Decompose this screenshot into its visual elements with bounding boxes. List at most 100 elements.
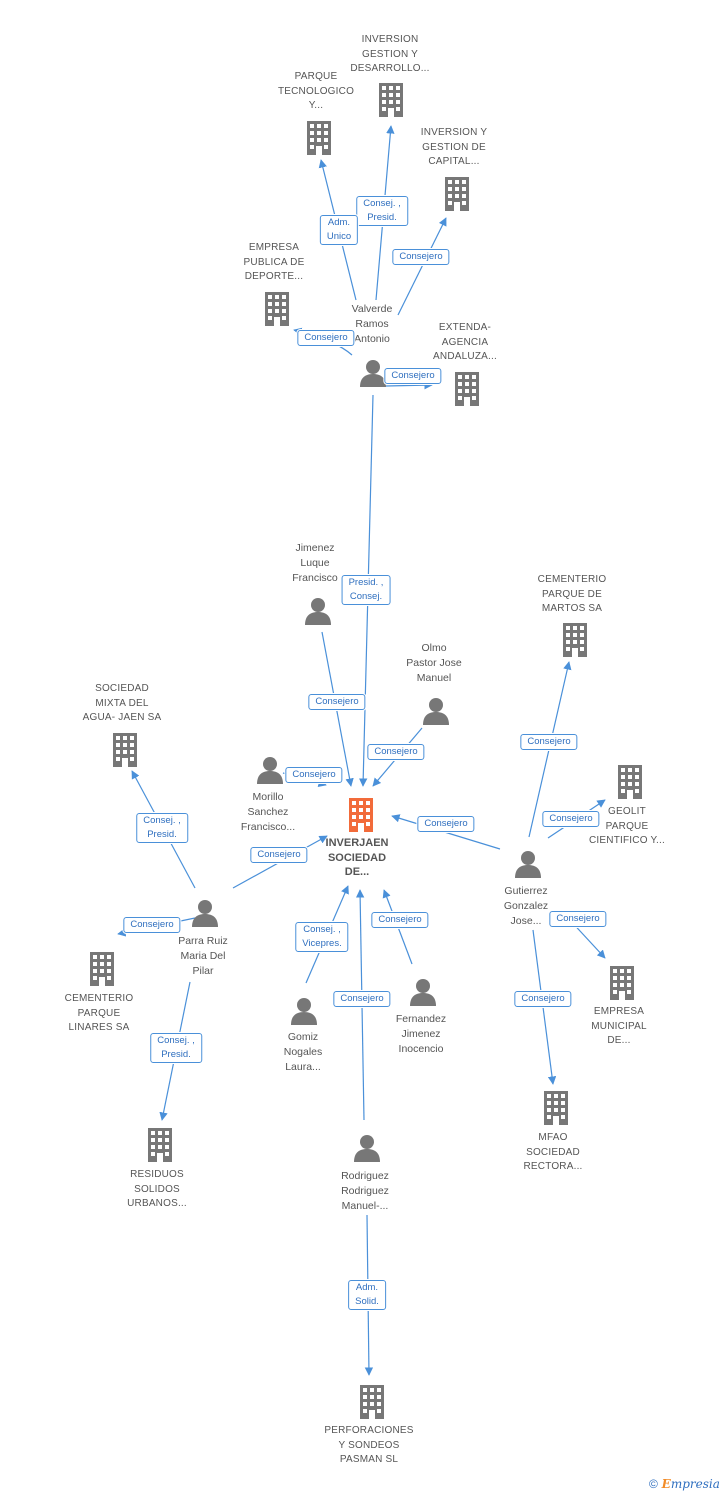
building-icon-mfao[interactable] <box>544 1091 568 1125</box>
node-label-line: Manuel-... <box>341 1200 389 1212</box>
node-label-line: URBANOS... <box>127 1198 187 1210</box>
node-label-line: INVERSION Y <box>420 127 488 138</box>
relation-tag-gutierrez-inverjaen[interactable]: Consejero <box>417 816 475 832</box>
node-label-line: PERFORACIONES <box>324 1425 414 1436</box>
node-label-line: Jimenez <box>295 542 335 554</box>
building-icon-cementerio_linares[interactable] <box>90 952 114 986</box>
relation-tag-line: Consejero <box>257 849 301 860</box>
node-label-line: Y SONDEOS <box>338 1439 400 1451</box>
person-icon-parra[interactable] <box>192 900 218 927</box>
person-icon-jimenez[interactable] <box>305 598 331 625</box>
relation-tag-line: Consejero <box>130 919 174 930</box>
node-label-line: DE... <box>344 866 370 878</box>
building-icon-inversion_gestion_capital[interactable] <box>445 177 469 211</box>
relation-tag-parra-inverjaen[interactable]: Consejero <box>250 847 308 863</box>
relation-tag-line: Consejero <box>374 746 418 757</box>
relation-tag-valverde-parque_tecnologico[interactable]: Adm.Unico <box>319 215 359 245</box>
person-icon-rodriguez[interactable] <box>354 1135 380 1162</box>
relation-tag-jimenez-inverjaen[interactable]: Consejero <box>308 694 366 710</box>
company-label-residuos_solidos[interactable]: RESIDUOS SOLIDOS URBANOS... <box>127 1168 187 1212</box>
building-icon-inversion_gestion_desarrollo[interactable] <box>379 83 403 117</box>
node-label-line: Rodriguez <box>341 1185 389 1197</box>
building-icon-cementerio_martos[interactable] <box>563 623 587 657</box>
person-icon-gutierrez[interactable] <box>515 851 541 878</box>
relation-tag-valverde-extenda[interactable]: Consejero <box>384 368 442 384</box>
node-label-line: RESIDUOS <box>130 1169 184 1180</box>
relation-tag-valverde-inversion_gestion_desarrollo[interactable]: Consej. ,Presid. <box>356 196 408 226</box>
relation-tag-rodriguez-inverjaen[interactable]: Consejero <box>333 991 391 1007</box>
node-label-line: Jose... <box>510 915 542 927</box>
building-icon-empresa_municipal[interactable] <box>610 966 634 1000</box>
relation-tag-valverde-empresa_publica_deporte[interactable]: Consejero <box>297 330 355 346</box>
relation-tag-gutierrez-geolit[interactable]: Consejero <box>542 811 600 827</box>
node-label-line: Gonzalez <box>503 900 549 912</box>
person-icon-morillo[interactable] <box>257 757 283 784</box>
building-icon-inverjaen[interactable] <box>349 798 373 832</box>
relation-tag-line: Consejero <box>549 813 593 824</box>
relation-tag-gomiz-inverjaen[interactable]: Consej. ,Vicepres. <box>295 922 349 952</box>
person-icon-valverde[interactable] <box>360 360 386 387</box>
node-label-line: AGUA- JAEN SA <box>82 712 162 724</box>
relation-tag-valverde-inversion_gestion_capital[interactable]: Consejero <box>392 249 450 265</box>
relation-tag-line: Consejero <box>556 913 600 924</box>
relation-tag-parra-sociedad_mixta_agua[interactable]: Consej. ,Presid. <box>136 813 188 843</box>
node-label-line: Morillo <box>252 791 284 803</box>
relation-tag-line: Consejero <box>378 914 422 925</box>
building-icon-parque_tecnologico[interactable] <box>307 121 331 155</box>
node-label-line: Pilar <box>192 965 214 977</box>
relation-tag-gutierrez-mfao[interactable]: Consejero <box>514 991 572 1007</box>
relation-tag-morillo-inverjaen[interactable]: Consejero <box>285 767 343 783</box>
building-icon-sociedad_mixta_agua[interactable] <box>113 733 137 767</box>
relation-tag-gutierrez-cementerio_martos[interactable]: Consejero <box>520 734 578 750</box>
person-icon-olmo[interactable] <box>423 698 449 725</box>
person-icon-fernandez[interactable] <box>410 979 436 1006</box>
relation-tag-olmo-inverjaen[interactable]: Consejero <box>367 744 425 760</box>
relation-tag-line: Consejero <box>521 993 565 1004</box>
relation-tag-fernandez-inverjaen[interactable]: Consejero <box>371 912 429 928</box>
building-icon-extenda[interactable] <box>455 372 479 406</box>
node-label-line: PUBLICA DE <box>243 256 305 268</box>
building-icon-residuos_solidos[interactable] <box>148 1128 172 1162</box>
person-icon-gomiz[interactable] <box>291 998 317 1025</box>
relation-tag-line: Consej. , <box>303 924 341 935</box>
relation-tag-parra-cementerio_linares[interactable]: Consejero <box>123 917 181 933</box>
relation-tag-gutierrez-empresa_municipal[interactable]: Consejero <box>549 911 607 927</box>
relation-tag-rodriguez-perforaciones[interactable]: Adm.Solid. <box>348 1280 386 1310</box>
node-label-line: EMPRESA <box>593 1006 645 1017</box>
node-label-line: SOCIEDAD <box>327 851 387 864</box>
relation-tag-parra-residuos_solidos[interactable]: Consej. ,Presid. <box>150 1033 202 1063</box>
node-label-line: Valverde <box>351 303 393 315</box>
relation-tag-line: Consejero <box>399 251 443 262</box>
empresia-footer[interactable]: © Empresia <box>649 1477 720 1491</box>
empresia-logo-initial: E <box>661 1477 671 1491</box>
node-label-line: CIENTIFICO Y... <box>589 835 665 847</box>
building-icon-empresa_publica_deporte[interactable] <box>265 292 289 326</box>
building-icon-geolit[interactable] <box>618 765 642 799</box>
building-icon-perforaciones[interactable] <box>360 1385 384 1419</box>
node-label-line: SOLIDOS <box>134 1183 180 1195</box>
node-label-line: EXTENDA- <box>438 322 492 333</box>
relation-tag-valverde-inverjaen[interactable]: Presid. ,Consej. <box>341 575 391 605</box>
